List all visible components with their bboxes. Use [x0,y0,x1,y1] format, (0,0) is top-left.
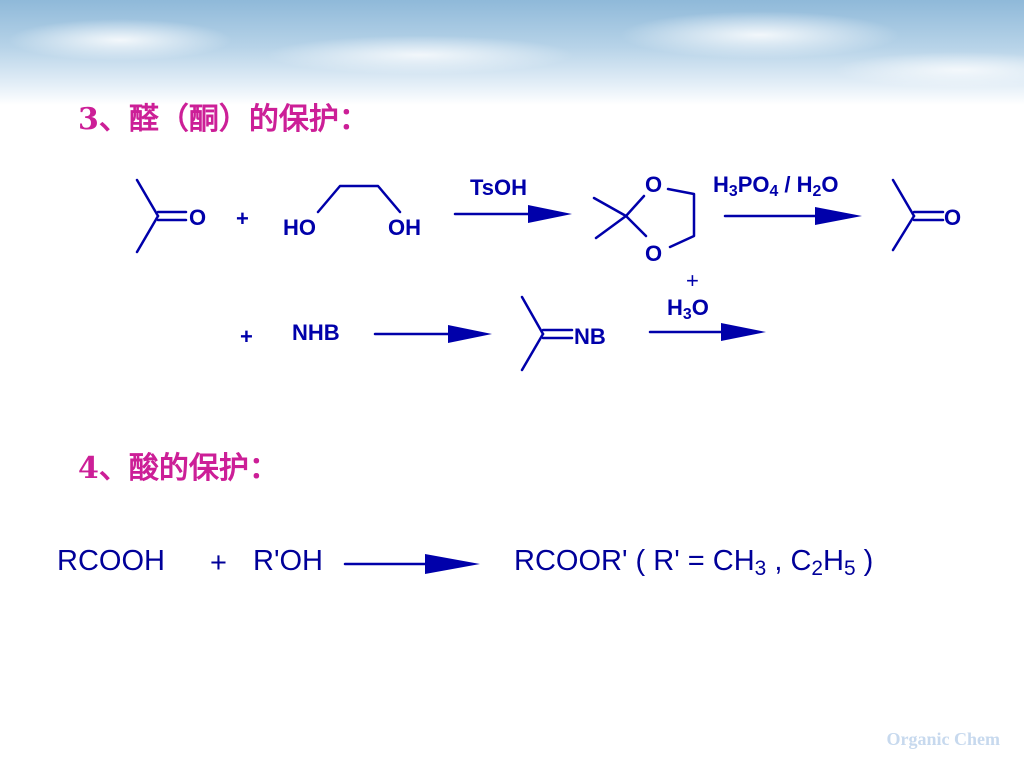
tsoh-reagent-label: TsOH [470,175,528,200]
imine-nb-label: NB [574,324,606,349]
carboxylic-acid-label: RCOOH [57,545,165,577]
carbonyl-oxygen-label: O [189,205,207,230]
hydroxyl-label-right: OH [388,215,421,240]
ester-product-label: RCOOR' ( R' = CH3 , C2H5 ) [514,545,874,581]
watermark-text: Organic Chem [886,729,1000,749]
plus-sign-ester: + [210,547,227,579]
tsoh-arrow [453,205,572,223]
hydronium-plus-sign: + [686,268,699,293]
plus-sign: + [236,206,249,231]
amine-arrow [373,325,492,343]
sky-banner [0,0,1024,105]
ring-oxygen-top: O [645,172,663,197]
section-title-aldehyde-protection: 3、醛（酮）的保护： [78,102,369,137]
dioxolane-structure [592,187,696,249]
plus-sign-amine: + [240,324,253,349]
section-title-acid-protection: 4、酸的保护： [78,451,279,486]
deprotection-arrow [723,207,862,225]
hydrolysis-arrow [648,323,766,341]
alcohol-label: R'OH [253,545,323,577]
acetone-structure [135,178,188,254]
deprotection-reagent-label: H3PO4 / H2O [713,172,839,200]
imine-structure [520,295,574,372]
acetone-product-structure [891,178,945,252]
esterification-arrow [343,554,480,574]
hydronium-label: H3O [667,295,709,323]
ring-oxygen-bottom: O [645,241,663,266]
ethylene-glycol-structure [316,184,402,214]
amine-label: NHB [292,320,340,345]
hydroxyl-label-left: HO [283,215,316,240]
product-oxygen-label: O [944,205,962,230]
